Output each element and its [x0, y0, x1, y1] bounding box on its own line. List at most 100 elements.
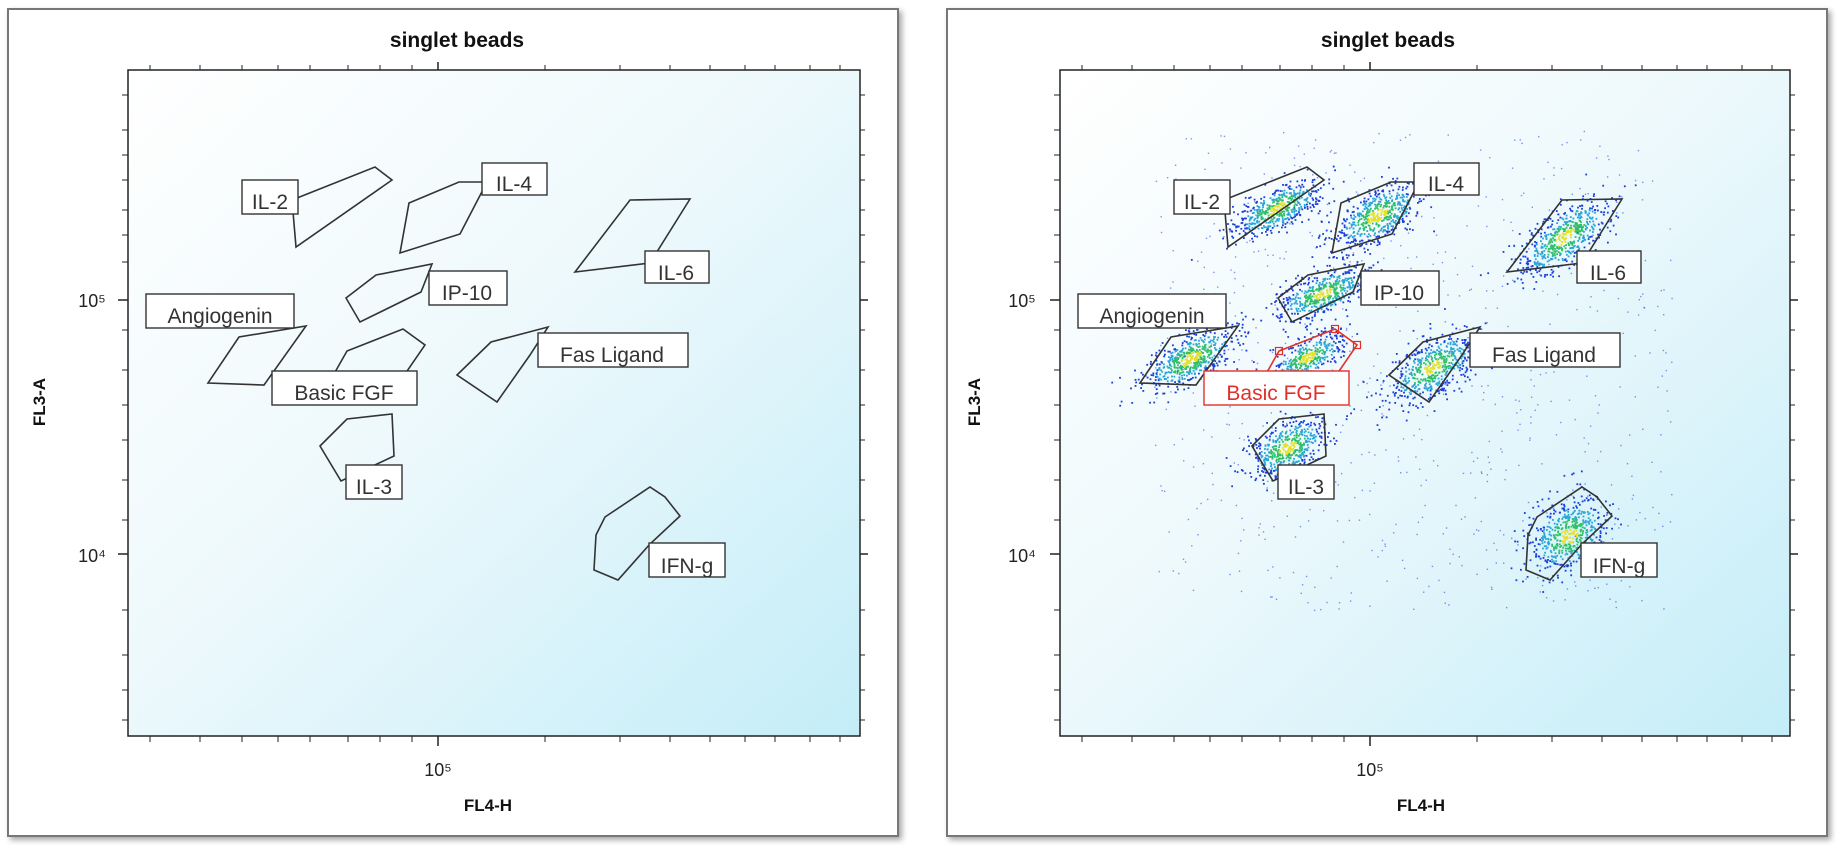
- gate-label-box[interactable]: [648, 542, 726, 578]
- event-dot: [1579, 230, 1581, 232]
- event-dot: [1320, 308, 1323, 311]
- gate-fas-ligand[interactable]: Fas Ligand: [455, 325, 689, 404]
- gate-il-6[interactable]: IL-6: [573, 198, 710, 285]
- event-dot: [1565, 217, 1568, 220]
- event-dot: [1283, 194, 1286, 197]
- event-dot: [1342, 355, 1345, 357]
- event-dot: [1370, 219, 1373, 222]
- event-dot: [1253, 209, 1256, 211]
- gate-polygon[interactable]: [291, 166, 394, 249]
- event-dot: [1319, 210, 1321, 212]
- event-dot: [1369, 195, 1372, 198]
- event-dot: [1308, 303, 1311, 305]
- gate-label-box[interactable]: [644, 250, 710, 284]
- event-dot: [1552, 556, 1555, 558]
- gate-il-3[interactable]: IL-3: [318, 413, 403, 500]
- event-dot: [1298, 361, 1301, 364]
- event-dot: [1324, 283, 1327, 286]
- event-dot: [1575, 222, 1577, 225]
- event-dot: [1243, 237, 1245, 239]
- gate-label-box[interactable]: [481, 162, 548, 196]
- event-dot: [1555, 210, 1558, 212]
- event-dot: [1187, 351, 1190, 354]
- event-dot: [1564, 539, 1567, 542]
- event-dot: [1427, 360, 1430, 363]
- event-dot: [1270, 213, 1273, 215]
- gate-polygon[interactable]: [318, 413, 395, 483]
- event-dot: [1588, 242, 1591, 245]
- event-dot: [1335, 293, 1338, 295]
- gate-polygon[interactable]: [344, 262, 434, 324]
- event-dot: [1388, 230, 1391, 233]
- event-dot: [1562, 516, 1565, 519]
- event-dot: [1576, 546, 1579, 549]
- event-dot: [1325, 344, 1328, 347]
- gate-label-box[interactable]: [241, 179, 299, 215]
- event-dot: [1591, 210, 1594, 213]
- gate-label-box[interactable]: [271, 370, 418, 406]
- panel-left-x-tick-label: 10⁵: [424, 760, 451, 780]
- event-dot: [1598, 236, 1600, 239]
- gate-label: IL-4: [496, 173, 533, 196]
- gate-label-box[interactable]: [537, 332, 689, 368]
- gate-label-box[interactable]: [428, 270, 508, 306]
- event-dot: [1605, 527, 1608, 529]
- gate-label: Basic FGF: [294, 382, 393, 405]
- event-dot: [1310, 456, 1313, 459]
- event-dot: [1130, 387, 1132, 390]
- event-dot: [1547, 253, 1550, 256]
- event-dot: [1430, 375, 1433, 377]
- gate-basic-fgf[interactable]: Basic FGF: [271, 328, 427, 406]
- event-dot: [1400, 373, 1403, 375]
- event-dot: [1194, 359, 1197, 362]
- event-dot: [1252, 222, 1255, 225]
- event-dot: [1375, 195, 1378, 198]
- event-dot: [1284, 445, 1286, 448]
- gate-il-2[interactable]: IL-2: [241, 166, 394, 249]
- event-dot: [1288, 348, 1290, 350]
- gate-polygon[interactable]: [206, 324, 308, 386]
- event-dot: [1310, 349, 1313, 351]
- event-dot: [1253, 211, 1255, 214]
- event-dot: [1544, 560, 1547, 562]
- event-dot: [1393, 384, 1395, 387]
- gate-il-4[interactable]: IL-4: [398, 162, 548, 255]
- event-dot: [1337, 281, 1340, 284]
- event-dot: [1146, 376, 1149, 379]
- event-dot: [1299, 462, 1302, 465]
- event-dot: [1265, 454, 1267, 457]
- gate-polygon[interactable]: [573, 198, 692, 274]
- event-dot: [1551, 272, 1554, 274]
- event-dot: [1577, 240, 1580, 242]
- gate-angiogenin[interactable]: Angiogenin: [145, 293, 308, 386]
- event-dot: [1287, 368, 1290, 371]
- event-dot: [1353, 284, 1355, 287]
- event-dot: [1298, 425, 1301, 428]
- event-dot: [1386, 230, 1388, 233]
- gate-label-box[interactable]: [145, 293, 295, 329]
- event-dot: [1313, 434, 1316, 436]
- event-dot: [1341, 339, 1344, 341]
- gate-ifn-g[interactable]: IFN-g: [593, 486, 726, 581]
- event-dot: [1431, 377, 1434, 380]
- event-dot: [1320, 431, 1323, 434]
- event-dot: [1561, 549, 1564, 552]
- event-dot: [1241, 221, 1244, 224]
- event-dot: [1579, 187, 1581, 190]
- gate-label-box[interactable]: [345, 464, 403, 500]
- event-dot: [1374, 198, 1377, 201]
- event-dot: [1383, 211, 1386, 213]
- event-dot: [1301, 309, 1304, 312]
- event-dot: [1198, 364, 1201, 366]
- gate-polygon[interactable]: [398, 181, 489, 255]
- gate-ip-10[interactable]: IP-10: [344, 262, 508, 324]
- event-dot: [1358, 218, 1361, 221]
- event-dot: [1307, 446, 1310, 449]
- event-dot: [1264, 435, 1267, 438]
- event-dot: [1321, 349, 1324, 351]
- event-dot: [1305, 199, 1308, 202]
- event-dot: [1304, 359, 1307, 362]
- event-dot: [1297, 439, 1300, 442]
- event-dot: [1216, 338, 1219, 341]
- event-dot: [1181, 342, 1184, 344]
